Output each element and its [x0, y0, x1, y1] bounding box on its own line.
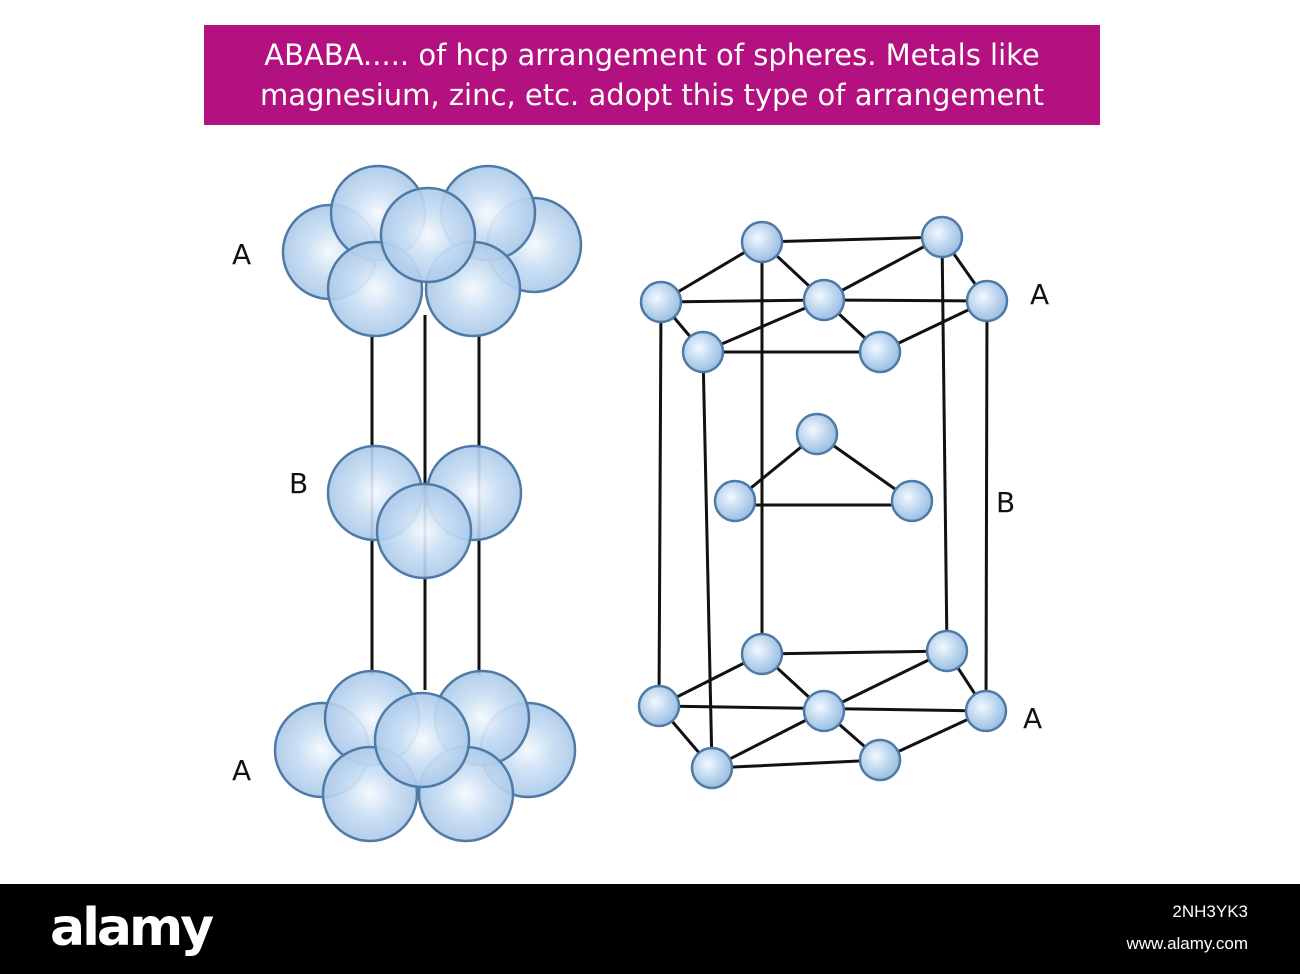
atom	[690, 746, 734, 790]
atom	[964, 689, 1008, 733]
left-label-middle-b: B	[289, 467, 308, 500]
right-label-middle-b: B	[996, 486, 1015, 519]
left-label-top-a: A	[232, 238, 251, 271]
left-top-layer-a	[281, 164, 583, 338]
atom	[795, 412, 839, 456]
right-label-top-a: A	[1030, 278, 1049, 311]
image-id: 2NH3YK3	[1172, 902, 1248, 921]
atom	[858, 330, 902, 374]
title-line-2: magnesium, zinc, etc. adopt this type of…	[259, 78, 1045, 112]
right-top-layer-atoms	[639, 215, 1009, 374]
atom	[639, 280, 683, 324]
atom	[890, 479, 934, 523]
site-url[interactable]: www.alamy.com	[1126, 934, 1248, 953]
title-line-1: ABABA..... of hcp arrangement of spheres…	[264, 38, 1040, 72]
atom	[681, 330, 725, 374]
footer-bar: alamy 2NH3YK3 www.alamy.com	[0, 884, 1300, 974]
right-bottom-layer-atoms	[637, 629, 1008, 790]
right-middle-layer-atoms	[713, 412, 934, 523]
hcp-diagram: A B A	[232, 164, 1049, 843]
atom	[925, 629, 969, 673]
atom	[858, 738, 902, 782]
sphere	[373, 691, 471, 789]
right-label-bottom-a: A	[1023, 702, 1042, 735]
left-middle-layer-b	[326, 444, 523, 580]
atom	[740, 632, 784, 676]
atom	[802, 278, 846, 322]
title-banner: ABABA..... of hcp arrangement of spheres…	[204, 25, 1100, 125]
atom	[713, 479, 757, 523]
atom	[802, 689, 846, 733]
atom	[740, 220, 784, 264]
brand-logo[interactable]: alamy	[50, 898, 214, 958]
atom	[637, 684, 681, 728]
sphere	[375, 482, 473, 580]
atom	[965, 279, 1009, 323]
atom	[920, 215, 964, 259]
sphere	[379, 186, 477, 284]
left-bottom-layer-a	[273, 669, 577, 843]
left-label-bottom-a: A	[232, 754, 251, 787]
